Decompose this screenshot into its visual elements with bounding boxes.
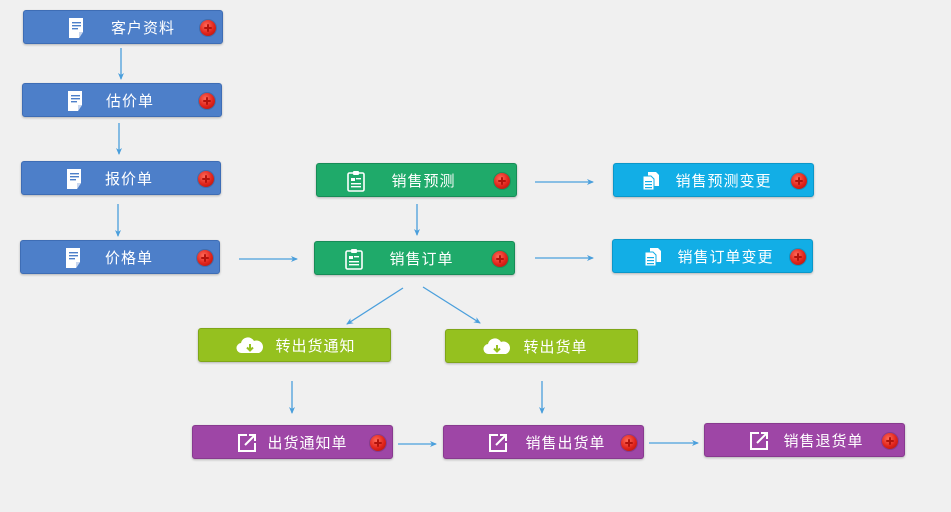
external-link-icon: [750, 432, 768, 450]
add-button[interactable]: [199, 93, 215, 109]
document-icon: [68, 91, 82, 111]
node-label: 估价单: [105, 92, 154, 110]
add-button[interactable]: [197, 250, 213, 266]
sales-return-node[interactable]: 销售退货单: [704, 423, 905, 457]
copy-documents-icon: [642, 172, 659, 191]
add-button[interactable]: [492, 251, 508, 267]
node-label: 价格单: [104, 249, 153, 267]
document-icon: [69, 18, 83, 38]
cloud-download-icon: [236, 337, 263, 354]
sales-order-change-node[interactable]: 销售订单变更: [612, 239, 813, 273]
sales-order-node[interactable]: 销售订单: [314, 241, 515, 275]
document-icon: [67, 169, 81, 189]
add-button[interactable]: [198, 171, 214, 187]
add-button[interactable]: [200, 20, 216, 36]
to-shipping-order-node[interactable]: 转出货单: [445, 329, 638, 363]
clipboard-icon: [347, 171, 365, 192]
cloud-download-icon: [483, 338, 510, 355]
external-link-icon: [489, 434, 507, 452]
add-button[interactable]: [791, 173, 807, 189]
node-label: 销售退货单: [783, 432, 864, 450]
node-label: 转出货通知: [275, 337, 356, 355]
node-label: 出货通知单: [267, 434, 348, 452]
estimate-node[interactable]: 估价单: [22, 83, 222, 117]
node-label: 报价单: [104, 170, 153, 188]
add-button[interactable]: [494, 173, 510, 189]
price-list-node[interactable]: 价格单: [20, 240, 220, 274]
to-shipping-notice-node[interactable]: 转出货通知: [198, 328, 391, 362]
add-button[interactable]: [882, 433, 898, 449]
sales-shipping-node[interactable]: 销售出货单: [443, 425, 644, 459]
document-icon: [66, 248, 80, 268]
node-label: 销售订单变更: [677, 248, 774, 266]
sales-forecast-change-node[interactable]: 销售预测变更: [613, 163, 814, 197]
node-label: 客户资料: [110, 19, 175, 37]
add-button[interactable]: [370, 435, 386, 451]
quotation-node[interactable]: 报价单: [21, 161, 221, 195]
add-button[interactable]: [621, 435, 637, 451]
node-label: 销售订单: [389, 250, 454, 268]
node-label: 销售预测: [391, 172, 456, 190]
arrow-order-to-toshipping: [422, 286, 481, 324]
arrow-order-to-tonotice: [346, 287, 404, 325]
node-label: 销售出货单: [525, 434, 606, 452]
node-label: 销售预测变更: [675, 172, 772, 190]
add-button[interactable]: [790, 249, 806, 265]
node-label: 转出货单: [523, 338, 588, 356]
customer-info-node[interactable]: 客户资料: [23, 10, 223, 44]
sales-forecast-node[interactable]: 销售预测: [316, 163, 517, 197]
clipboard-icon: [345, 249, 363, 270]
shipping-notice-node[interactable]: 出货通知单: [192, 425, 393, 459]
external-link-icon: [238, 434, 256, 452]
copy-documents-icon: [644, 248, 661, 267]
